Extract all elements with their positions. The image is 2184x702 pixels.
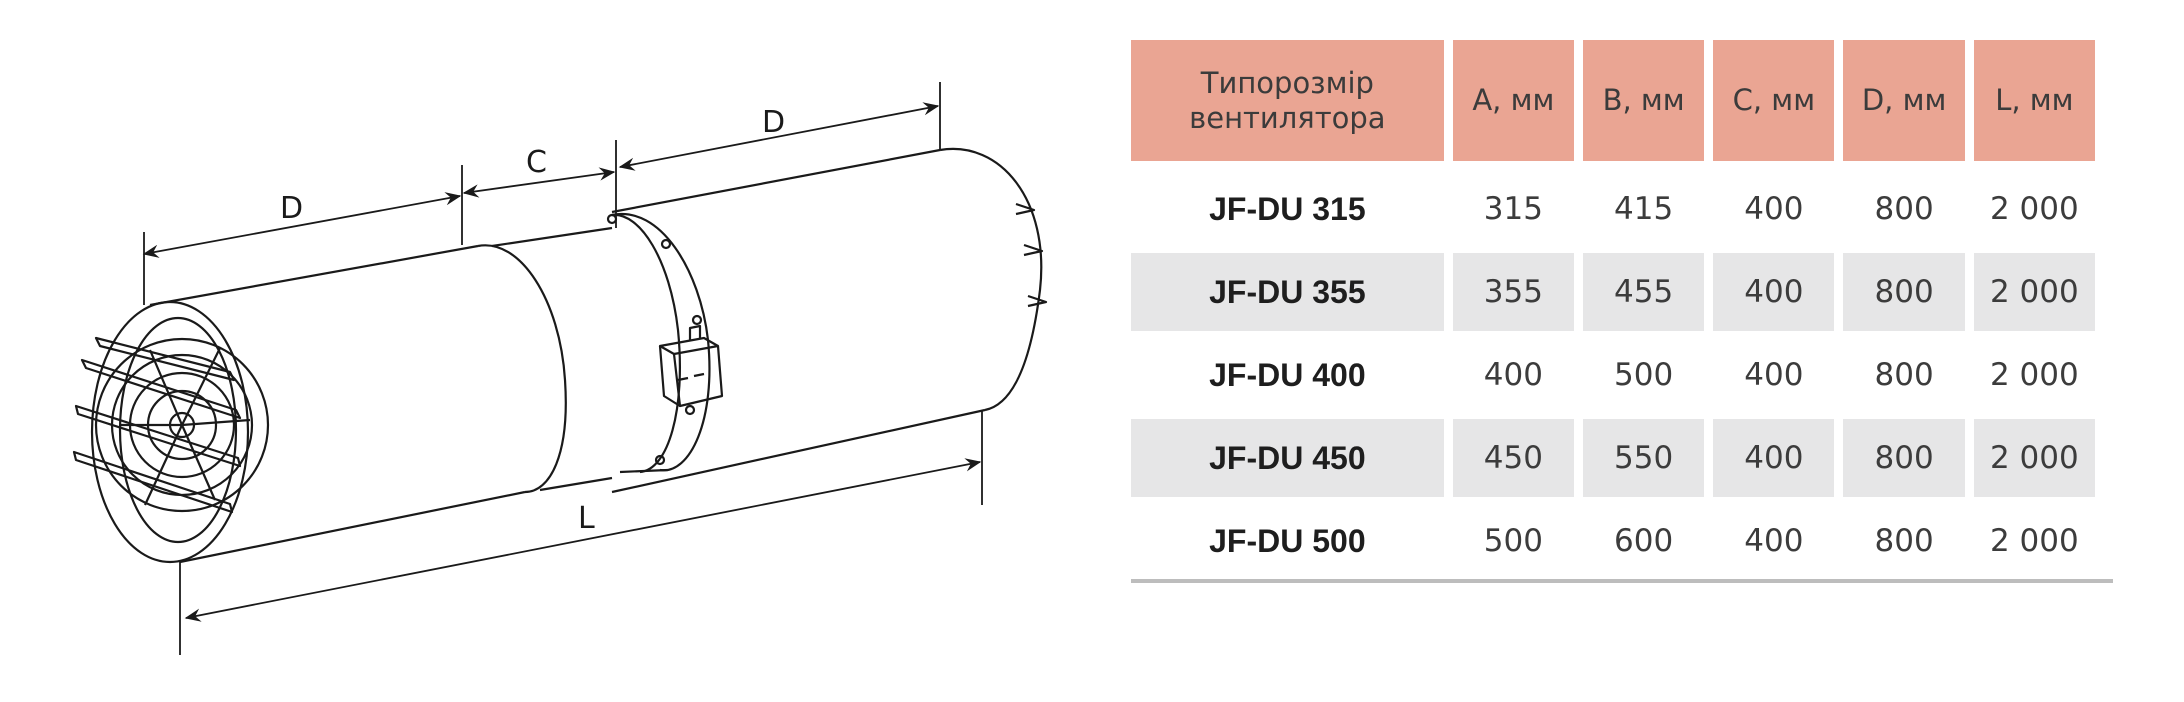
cell-l: 2 000 [1973,336,2095,419]
dimension-label-l: L [578,501,595,536]
header-c: C, мм [1713,40,1835,170]
cell-c: 400 [1713,336,1835,419]
cell-model: JF-DU 315 [1131,170,1444,253]
cell-a: 500 [1452,502,1574,580]
cell-a: 315 [1452,170,1574,253]
cell-c: 400 [1713,170,1835,253]
cell-b: 455 [1582,253,1705,336]
cell-d: 800 [1843,419,1965,502]
cell-a: 450 [1452,419,1574,502]
cell-d: 800 [1843,170,1965,253]
fan-drawing-svg: D C D L [72,82,1048,655]
table-row: JF-DU 400 400 500 400 800 2 000 [1131,336,2095,419]
cell-l: 2 000 [1973,502,2095,580]
cell-d: 800 [1843,336,1965,419]
table-bottom-rule [1131,579,2113,583]
cell-c: 400 [1713,502,1835,580]
cell-model: JF-DU 355 [1131,253,1444,336]
cell-a: 400 [1452,336,1574,419]
cell-b: 600 [1582,502,1705,580]
table-header-row: Типорозмір вентилятора A, мм B, мм C, мм… [1131,40,2095,170]
front-cylinder [149,226,613,564]
cell-l: 2 000 [1973,253,2095,336]
header-a: A, мм [1452,40,1574,170]
cell-c: 400 [1713,253,1835,336]
cell-d: 800 [1843,502,1965,580]
table-row: JF-DU 450 450 550 400 800 2 000 [1131,419,2095,502]
cell-b: 500 [1582,336,1705,419]
inlet-bell-mouth [90,300,270,564]
cell-c: 400 [1713,419,1835,502]
dimension-lines [142,82,983,655]
cell-model: JF-DU 450 [1131,419,1444,502]
table-row: JF-DU 315 315 415 400 800 2 000 [1131,170,2095,253]
table-row: JF-DU 355 355 455 400 800 2 000 [1131,253,2095,336]
table-row: JF-DU 500 500 600 400 800 2 000 [1131,502,2095,580]
dimension-label-c: C [526,145,547,180]
cell-model: JF-DU 500 [1131,502,1444,580]
fan-dimension-drawing: D C D L [72,82,1048,655]
fan-dimensions-table: Типорозмір вентилятора A, мм B, мм C, мм… [1122,40,2104,580]
cell-b: 550 [1582,419,1705,502]
cell-model: JF-DU 400 [1131,336,1444,419]
header-model: Типорозмір вентилятора [1131,40,1444,170]
header-l: L, мм [1973,40,2095,170]
cell-l: 2 000 [1973,419,2095,502]
cell-a: 355 [1452,253,1574,336]
cell-d: 800 [1843,253,1965,336]
center-flange [606,212,711,474]
dimension-label-d-left: D [280,191,303,226]
header-d: D, мм [1843,40,1965,170]
cell-b: 415 [1582,170,1705,253]
junction-box-icon [658,324,724,408]
header-b: B, мм [1582,40,1705,170]
cell-l: 2 000 [1973,170,2095,253]
dimension-label-d-right: D [762,105,785,140]
